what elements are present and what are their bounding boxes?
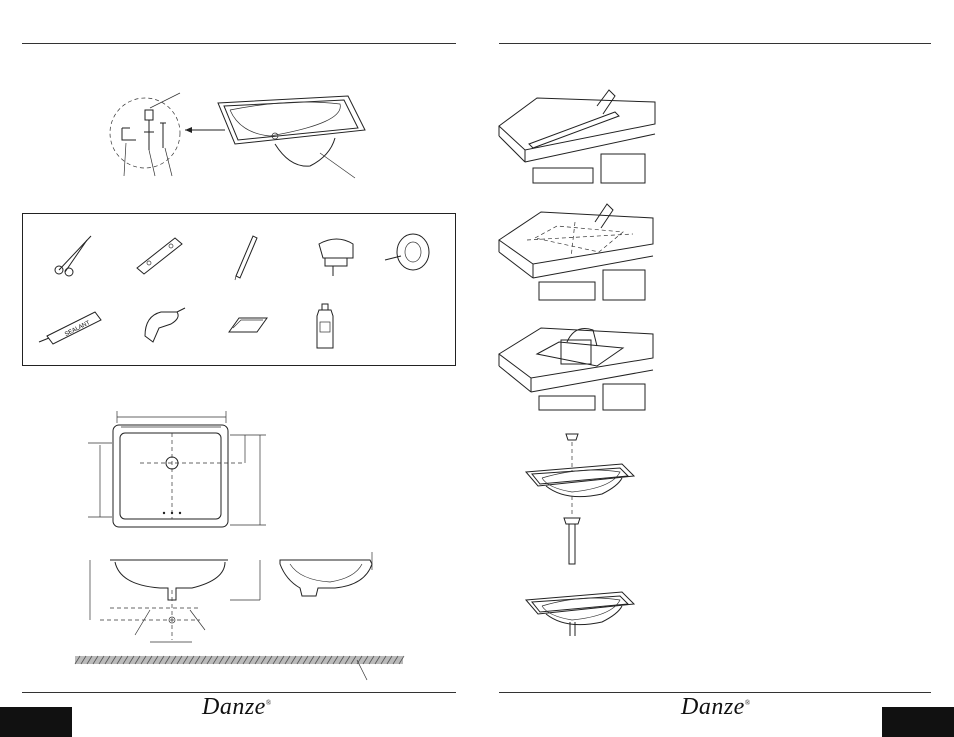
step-2-illustration: [497, 200, 657, 300]
parts-diagram: [100, 88, 380, 183]
bottle-icon: [313, 302, 337, 352]
sealant-label: SEALANT: [64, 320, 91, 338]
cloth-icon: [225, 314, 270, 336]
step-4-illustration: [522, 430, 637, 570]
drill-icon: [141, 306, 186, 346]
page-tab: [882, 707, 954, 737]
sealant-tube-icon: SEALANT: [37, 306, 107, 346]
brand-name: Danze: [202, 694, 266, 720]
step-3-illustration: [497, 320, 657, 410]
top-rule: [22, 43, 456, 44]
page-tab: [0, 707, 72, 737]
pencil-icon: [231, 232, 261, 280]
floor-line: [75, 656, 405, 686]
basin-top-view: [80, 405, 280, 530]
step-5-illustration: [522, 572, 637, 642]
bottom-rule: [22, 692, 456, 693]
top-rule: [499, 43, 931, 44]
right-page: Danze®: [477, 0, 954, 737]
scissors-icon: [51, 232, 96, 277]
jigsaw-icon: [313, 234, 361, 276]
brand-logo: Danze®: [202, 694, 272, 721]
hole-saw-icon: [383, 230, 433, 276]
basin-side-views: [80, 550, 390, 650]
brand-logo: Danze®: [681, 694, 751, 721]
brand-name: Danze: [681, 694, 745, 720]
level-icon: [135, 234, 185, 274]
bottom-rule: [499, 692, 931, 693]
tools-box: SEALANT: [22, 213, 456, 366]
left-page: SEALANT: [0, 0, 477, 737]
step-1-illustration: [497, 88, 657, 183]
